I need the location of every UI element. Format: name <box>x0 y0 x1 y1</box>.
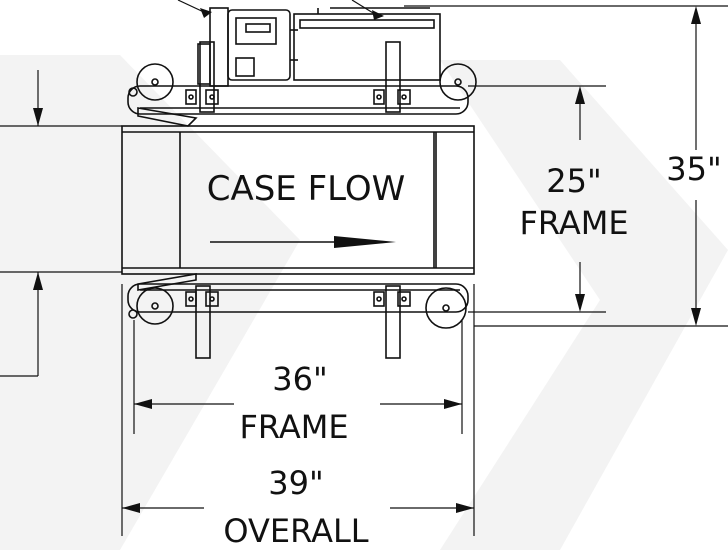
frame-width-word: FRAME <box>239 408 348 446</box>
reducer-housing <box>293 7 441 81</box>
top-right-pulley <box>439 63 477 101</box>
overall-width-value: 39" <box>268 464 323 502</box>
frame-height-value: 25" <box>546 162 601 200</box>
case-flow-label: CASE FLOW <box>207 169 406 209</box>
overall-height-value: 35" <box>666 150 721 188</box>
bottom-left-pulley <box>128 287 174 325</box>
top-frame-rail <box>127 41 469 127</box>
frame-height-word: FRAME <box>519 204 628 242</box>
case-flow-arrow <box>210 236 396 248</box>
arrowheads <box>33 6 701 513</box>
watermark <box>0 55 728 550</box>
motor-assembly <box>197 7 298 87</box>
frame-width-value: 36" <box>272 360 327 398</box>
conveyor-body <box>121 125 475 275</box>
bottom-frame-rail <box>127 273 469 359</box>
bottom-right-pulley <box>425 287 467 329</box>
overall-width-word: OVERALL <box>223 512 368 550</box>
